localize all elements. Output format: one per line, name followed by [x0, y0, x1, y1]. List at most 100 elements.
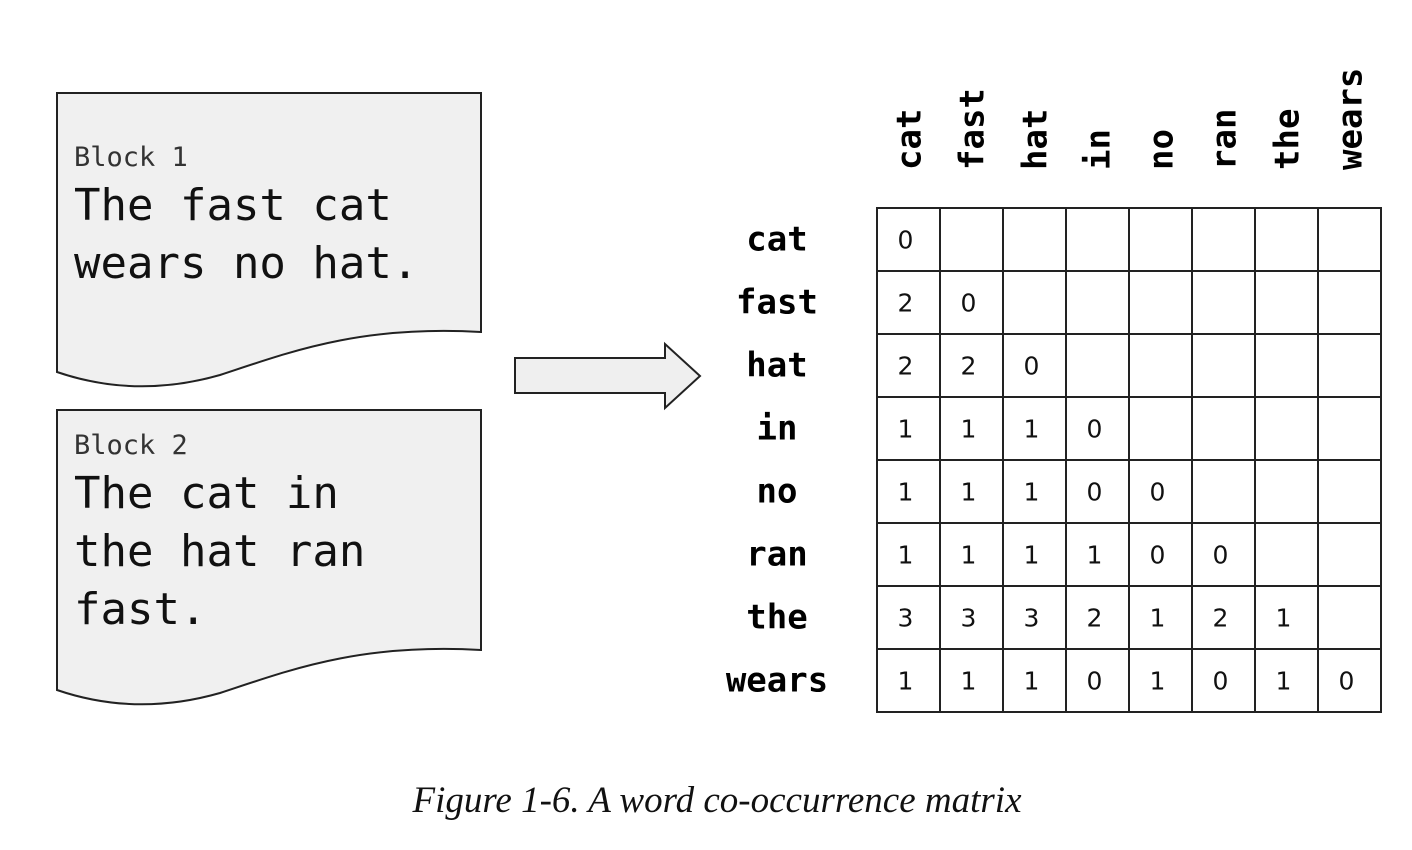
- matrix-cell: [1254, 207, 1319, 272]
- matrix-cell-value: 1: [1024, 415, 1040, 444]
- block-2-line-3: fast.: [74, 584, 206, 635]
- matrix-cell-value: 2: [961, 352, 977, 381]
- row-label-in: in: [757, 409, 798, 449]
- matrix-cell: [1065, 333, 1130, 398]
- block-2-label: Block 2: [74, 430, 188, 461]
- matrix-cell: [876, 207, 941, 272]
- matrix-cell-value: 1: [1150, 667, 1166, 696]
- column-label-ran: ran: [1205, 109, 1245, 170]
- matrix-cell: [1128, 207, 1193, 272]
- matrix-cell: [1317, 522, 1382, 587]
- co-occurrence-matrix: [876, 207, 1382, 713]
- matrix-cell-value: 2: [898, 352, 914, 381]
- matrix-cell: [1002, 522, 1067, 587]
- column-label-cat: cat: [890, 109, 930, 170]
- document-block-1: Block 1 The fast cat wears no hat.: [56, 92, 482, 388]
- matrix-cell-value: 3: [961, 604, 977, 633]
- matrix-cell: [876, 648, 941, 713]
- matrix-cell-value: 0: [1150, 478, 1166, 507]
- matrix-cell-value: 1: [1276, 604, 1292, 633]
- matrix-cell: [1128, 585, 1193, 650]
- matrix-cell-value: 1: [1024, 478, 1040, 507]
- block-1-line-2: wears no hat.: [74, 238, 418, 289]
- matrix-cell: [1254, 648, 1319, 713]
- block-1-label: Block 1: [74, 142, 188, 173]
- document-block-2: Block 2 The cat in the hat ran fast.: [56, 409, 482, 706]
- matrix-cell: [1002, 648, 1067, 713]
- matrix-cell: [1002, 207, 1067, 272]
- matrix-cell-value: 0: [1087, 415, 1103, 444]
- right-arrow-icon: [514, 341, 702, 411]
- matrix-cell-value: 2: [1087, 604, 1103, 633]
- row-label-the: the: [746, 598, 807, 638]
- row-label-hat: hat: [746, 346, 807, 386]
- matrix-cell-value: 3: [1024, 604, 1040, 633]
- matrix-cell: [1002, 459, 1067, 524]
- matrix-cell-value: 2: [1213, 604, 1229, 633]
- matrix-cell: [1317, 648, 1382, 713]
- matrix-cell: [1191, 270, 1256, 335]
- matrix-cell: [939, 459, 1004, 524]
- matrix-cell-value: 1: [1024, 541, 1040, 570]
- matrix-cell-value: 1: [898, 667, 914, 696]
- matrix-cell: [1065, 585, 1130, 650]
- column-label-in: in: [1079, 129, 1119, 170]
- matrix-cell-value: 1: [961, 478, 977, 507]
- matrix-cell-value: 0: [1087, 478, 1103, 507]
- matrix-cell: [1191, 459, 1256, 524]
- figure-caption: Figure 1-6. A word co-occurrence matrix: [411, 780, 1022, 821]
- matrix-cell-value: 1: [898, 415, 914, 444]
- matrix-cell-value: 1: [1024, 667, 1040, 696]
- matrix-cell: [1191, 207, 1256, 272]
- column-label-the: the: [1268, 109, 1308, 170]
- matrix-cell: [1128, 333, 1193, 398]
- matrix-cell-value: 2: [898, 289, 914, 318]
- matrix-cell: [1002, 396, 1067, 461]
- block-1-line-1: The fast cat: [74, 180, 392, 231]
- matrix-cell-value: 0: [1213, 667, 1229, 696]
- row-label-wears: wears: [726, 661, 828, 701]
- matrix-cell: [1191, 333, 1256, 398]
- column-label-fast: fast: [953, 88, 993, 170]
- matrix-cell: [1128, 396, 1193, 461]
- matrix-cell: [1128, 648, 1193, 713]
- matrix-cell: [1317, 459, 1382, 524]
- matrix-cell: [1065, 270, 1130, 335]
- matrix-cell-value: 1: [1276, 667, 1292, 696]
- matrix-cell: [939, 207, 1004, 272]
- matrix-cell: [1317, 585, 1382, 650]
- row-label-ran: ran: [746, 535, 807, 575]
- matrix-cell-value: 0: [1339, 667, 1355, 696]
- matrix-cell: [1065, 459, 1130, 524]
- matrix-cell-value: 1: [961, 667, 977, 696]
- matrix-cell: [939, 396, 1004, 461]
- matrix-cell-value: 1: [898, 478, 914, 507]
- document-shape-1: [56, 92, 482, 388]
- column-label-wears: wears: [1331, 68, 1371, 170]
- matrix-cell: [1254, 333, 1319, 398]
- block-2-line-1: The cat in: [74, 468, 339, 519]
- matrix-cell: [1128, 270, 1193, 335]
- matrix-cell: [939, 585, 1004, 650]
- matrix-cell: [939, 522, 1004, 587]
- matrix-cell: [1065, 207, 1130, 272]
- matrix-cell: [1191, 648, 1256, 713]
- matrix-cell-value: 1: [961, 415, 977, 444]
- row-label-cat: cat: [746, 220, 807, 260]
- matrix-cell-value: 1: [1087, 541, 1103, 570]
- matrix-cell: [1191, 396, 1256, 461]
- matrix-cell-value: 0: [1150, 541, 1166, 570]
- column-label-no: no: [1142, 129, 1182, 170]
- column-label-hat: hat: [1016, 109, 1056, 170]
- matrix-cell: [1065, 396, 1130, 461]
- matrix-cell-value: 0: [1024, 352, 1040, 381]
- row-label-no: no: [757, 472, 798, 512]
- matrix-cell-value: 0: [961, 289, 977, 318]
- matrix-cell-value: 1: [1150, 604, 1166, 633]
- matrix-cell: [1317, 333, 1382, 398]
- matrix-cell: [1254, 522, 1319, 587]
- matrix-cell-value: 0: [898, 226, 914, 255]
